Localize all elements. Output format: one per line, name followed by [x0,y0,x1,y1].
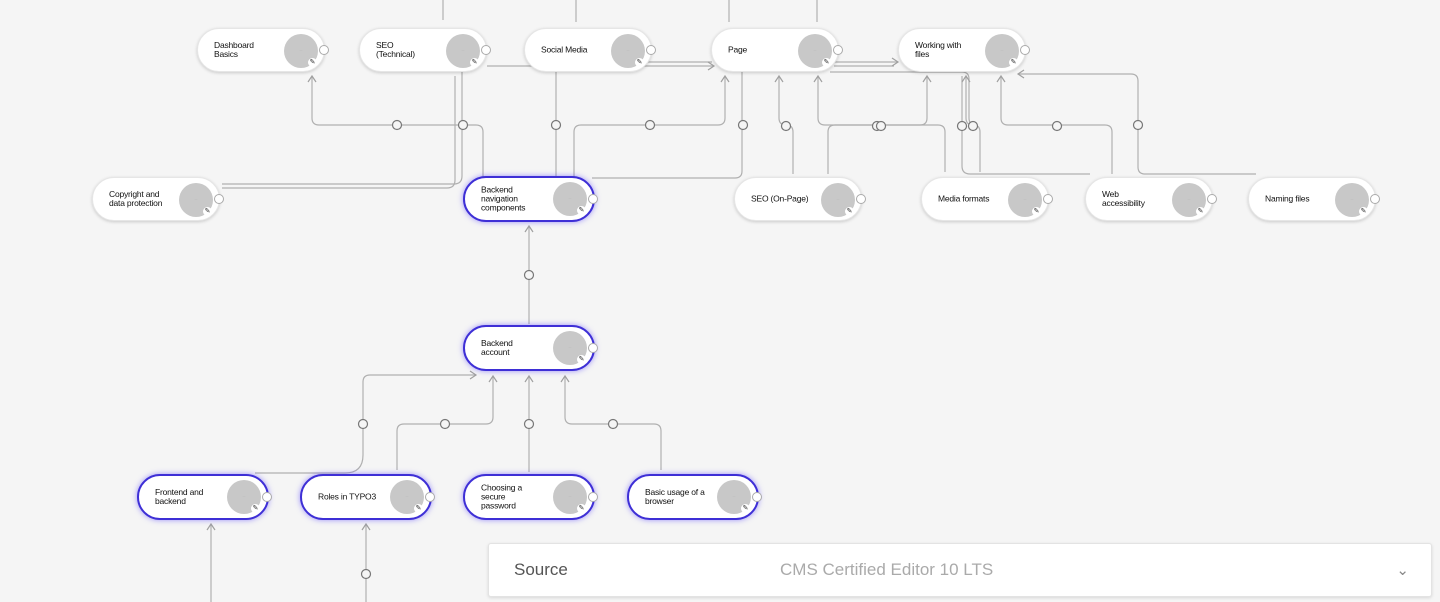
node-thumbnail: ···✎ [1008,183,1042,217]
node-thumbnail: ···✎ [446,34,480,68]
node-web-accessibility[interactable]: Web accessibility ···✎ [1085,177,1217,221]
node-social-media[interactable]: Social Media ···✎ [524,28,656,72]
pencil-icon[interactable]: ✎ [577,355,586,364]
node-backend-navigation-components[interactable]: Backend navigation components ···✎ [463,176,598,222]
node-label: SEO (On-Page) [751,193,809,204]
node-label: Page [728,44,748,55]
pencil-icon[interactable]: ✎ [470,58,479,67]
node-label: Social Media [541,44,588,55]
chevron-down-icon[interactable]: ⌄ [1396,562,1409,579]
node-label: Naming files [1265,193,1310,204]
connector-port[interactable] [752,492,762,502]
pencil-icon[interactable]: ✎ [1359,207,1368,216]
connector-port[interactable] [481,45,491,55]
node-working-with-files[interactable]: Working with files ···✎ [898,28,1030,72]
connector-port[interactable] [588,492,598,502]
node-thumbnail: ···✎ [390,480,424,514]
node-thumbnail: ···✎ [717,480,751,514]
connector-port[interactable] [1370,194,1380,204]
node-frontend-and-backend[interactable]: Frontend and backend ···✎ [137,474,272,520]
node-label: Working with files [915,40,962,59]
node-label: Roles in TYPO3 [318,491,376,502]
node-label: Backend account [481,338,513,357]
node-thumbnail: ···✎ [798,34,832,68]
source-label: Source [514,560,568,579]
connector-port[interactable] [319,45,329,55]
pencil-icon[interactable]: ✎ [845,207,854,216]
node-roles-in-typo3[interactable]: Roles in TYPO3 ···✎ [300,474,435,520]
node-thumbnail: ···✎ [179,183,213,217]
node-label: Copyright and data protection [109,189,163,208]
node-thumbnail: ···✎ [985,34,1019,68]
connector-port[interactable] [262,492,272,502]
node-label: Basic usage of a browser [645,487,705,506]
pencil-icon[interactable]: ✎ [577,206,586,215]
node-label: Dashboard Basics [214,40,254,59]
pencil-icon[interactable]: ✎ [1009,58,1018,67]
node-choosing-secure-password[interactable]: Choosing a secure password ···✎ [463,474,598,520]
connector-port[interactable] [588,343,598,353]
node-thumbnail: ···✎ [1335,183,1369,217]
pencil-icon[interactable]: ✎ [308,58,317,67]
pencil-icon[interactable]: ✎ [1032,207,1041,216]
source-value: CMS Certified Editor 10 LTS [780,560,994,579]
connector-port[interactable] [1043,194,1053,204]
node-seo-on-page[interactable]: SEO (On-Page) ···✎ [734,177,866,221]
node-page[interactable]: Page ···✎ [711,28,843,72]
pencil-icon[interactable]: ✎ [251,504,260,513]
node-thumbnail: ···✎ [1172,183,1206,217]
pencil-icon[interactable]: ✎ [822,58,831,67]
node-naming-files[interactable]: Naming files ···✎ [1248,177,1380,221]
node-label: Web accessibility [1102,189,1145,208]
node-label: SEO (Technical) [376,40,415,59]
pencil-icon[interactable]: ✎ [635,58,644,67]
connector-port[interactable] [588,194,598,204]
node-label: Frontend and backend [155,487,204,506]
node-thumbnail: ···✎ [611,34,645,68]
connector-port[interactable] [833,45,843,55]
connector-port[interactable] [856,194,866,204]
node-backend-account[interactable]: Backend account ···✎ [463,325,598,371]
pencil-icon[interactable]: ✎ [203,207,212,216]
connector-port[interactable] [214,194,224,204]
node-thumbnail: ···✎ [553,480,587,514]
node-label: Backend navigation components [481,184,526,213]
node-label: Choosing a secure password [481,482,523,511]
node-thumbnail: ···✎ [553,182,587,216]
node-dashboard-basics[interactable]: Dashboard Basics ···✎ [197,28,329,72]
pencil-icon[interactable]: ✎ [741,504,750,513]
node-thumbnail: ···✎ [821,183,855,217]
node-thumbnail: ···✎ [553,331,587,365]
node-copyright-data-protection[interactable]: Copyright and data protection ···✎ [92,177,224,221]
node-media-formats[interactable]: Media formats ···✎ [921,177,1053,221]
node-label: Media formats [938,193,990,204]
node-thumbnail: ···✎ [284,34,318,68]
pencil-icon[interactable]: ✎ [1196,207,1205,216]
connector-port[interactable] [646,45,656,55]
node-thumbnail: ···✎ [227,480,261,514]
node-basic-usage-browser[interactable]: Basic usage of a browser ···✎ [627,474,762,520]
connector-port[interactable] [425,492,435,502]
pencil-icon[interactable]: ✎ [414,504,423,513]
connector-port[interactable] [1020,45,1030,55]
pencil-icon[interactable]: ✎ [577,504,586,513]
node-seo-technical[interactable]: SEO (Technical) ···✎ [359,28,491,72]
connector-port[interactable] [1207,194,1217,204]
source-panel[interactable]: Source CMS Certified Editor 10 LTS ⌄ [488,543,1432,597]
